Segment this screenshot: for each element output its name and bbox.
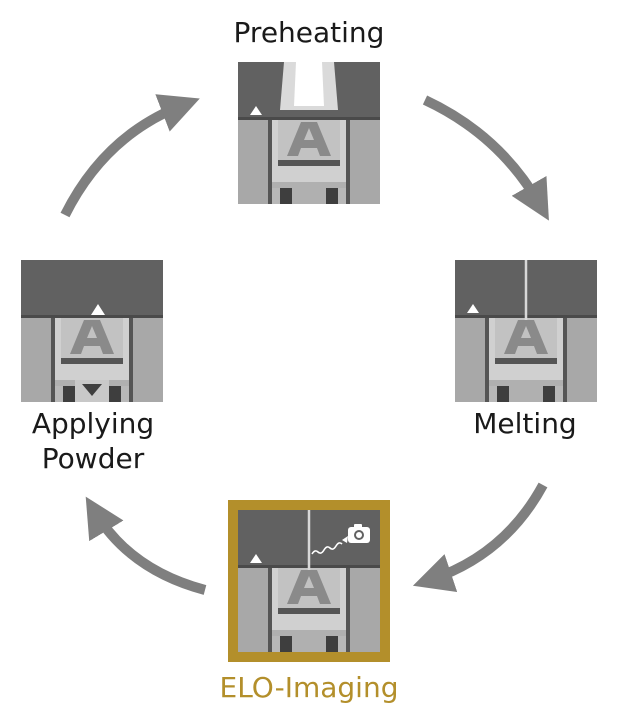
arrow-melting-to-elo — [412, 482, 548, 593]
powder-pile-icon — [467, 304, 479, 313]
preheating-label: Preheating — [233, 16, 385, 49]
powder-pile-icon — [250, 554, 262, 563]
arrow-elo-to-applying — [85, 496, 207, 595]
elo-imaging-panel — [228, 500, 390, 662]
arrow-preheating-to-melting — [422, 95, 549, 221]
applying-powder-panel — [21, 260, 163, 402]
preheating-panel — [238, 62, 380, 204]
melting-panel — [455, 260, 597, 402]
arrow-applying-to-preheating — [60, 94, 200, 218]
applying-powder-label-line2: Powder — [41, 442, 145, 475]
melting-label: Melting — [473, 407, 577, 440]
powder-pile-icon — [250, 106, 262, 115]
powder-pile-icon — [91, 304, 105, 315]
camera-icon — [348, 524, 370, 543]
electron-signal-icon — [311, 542, 343, 555]
elo-imaging-label: ELO-Imaging — [219, 671, 399, 704]
applying-powder-label-line1: Applying — [31, 407, 155, 440]
